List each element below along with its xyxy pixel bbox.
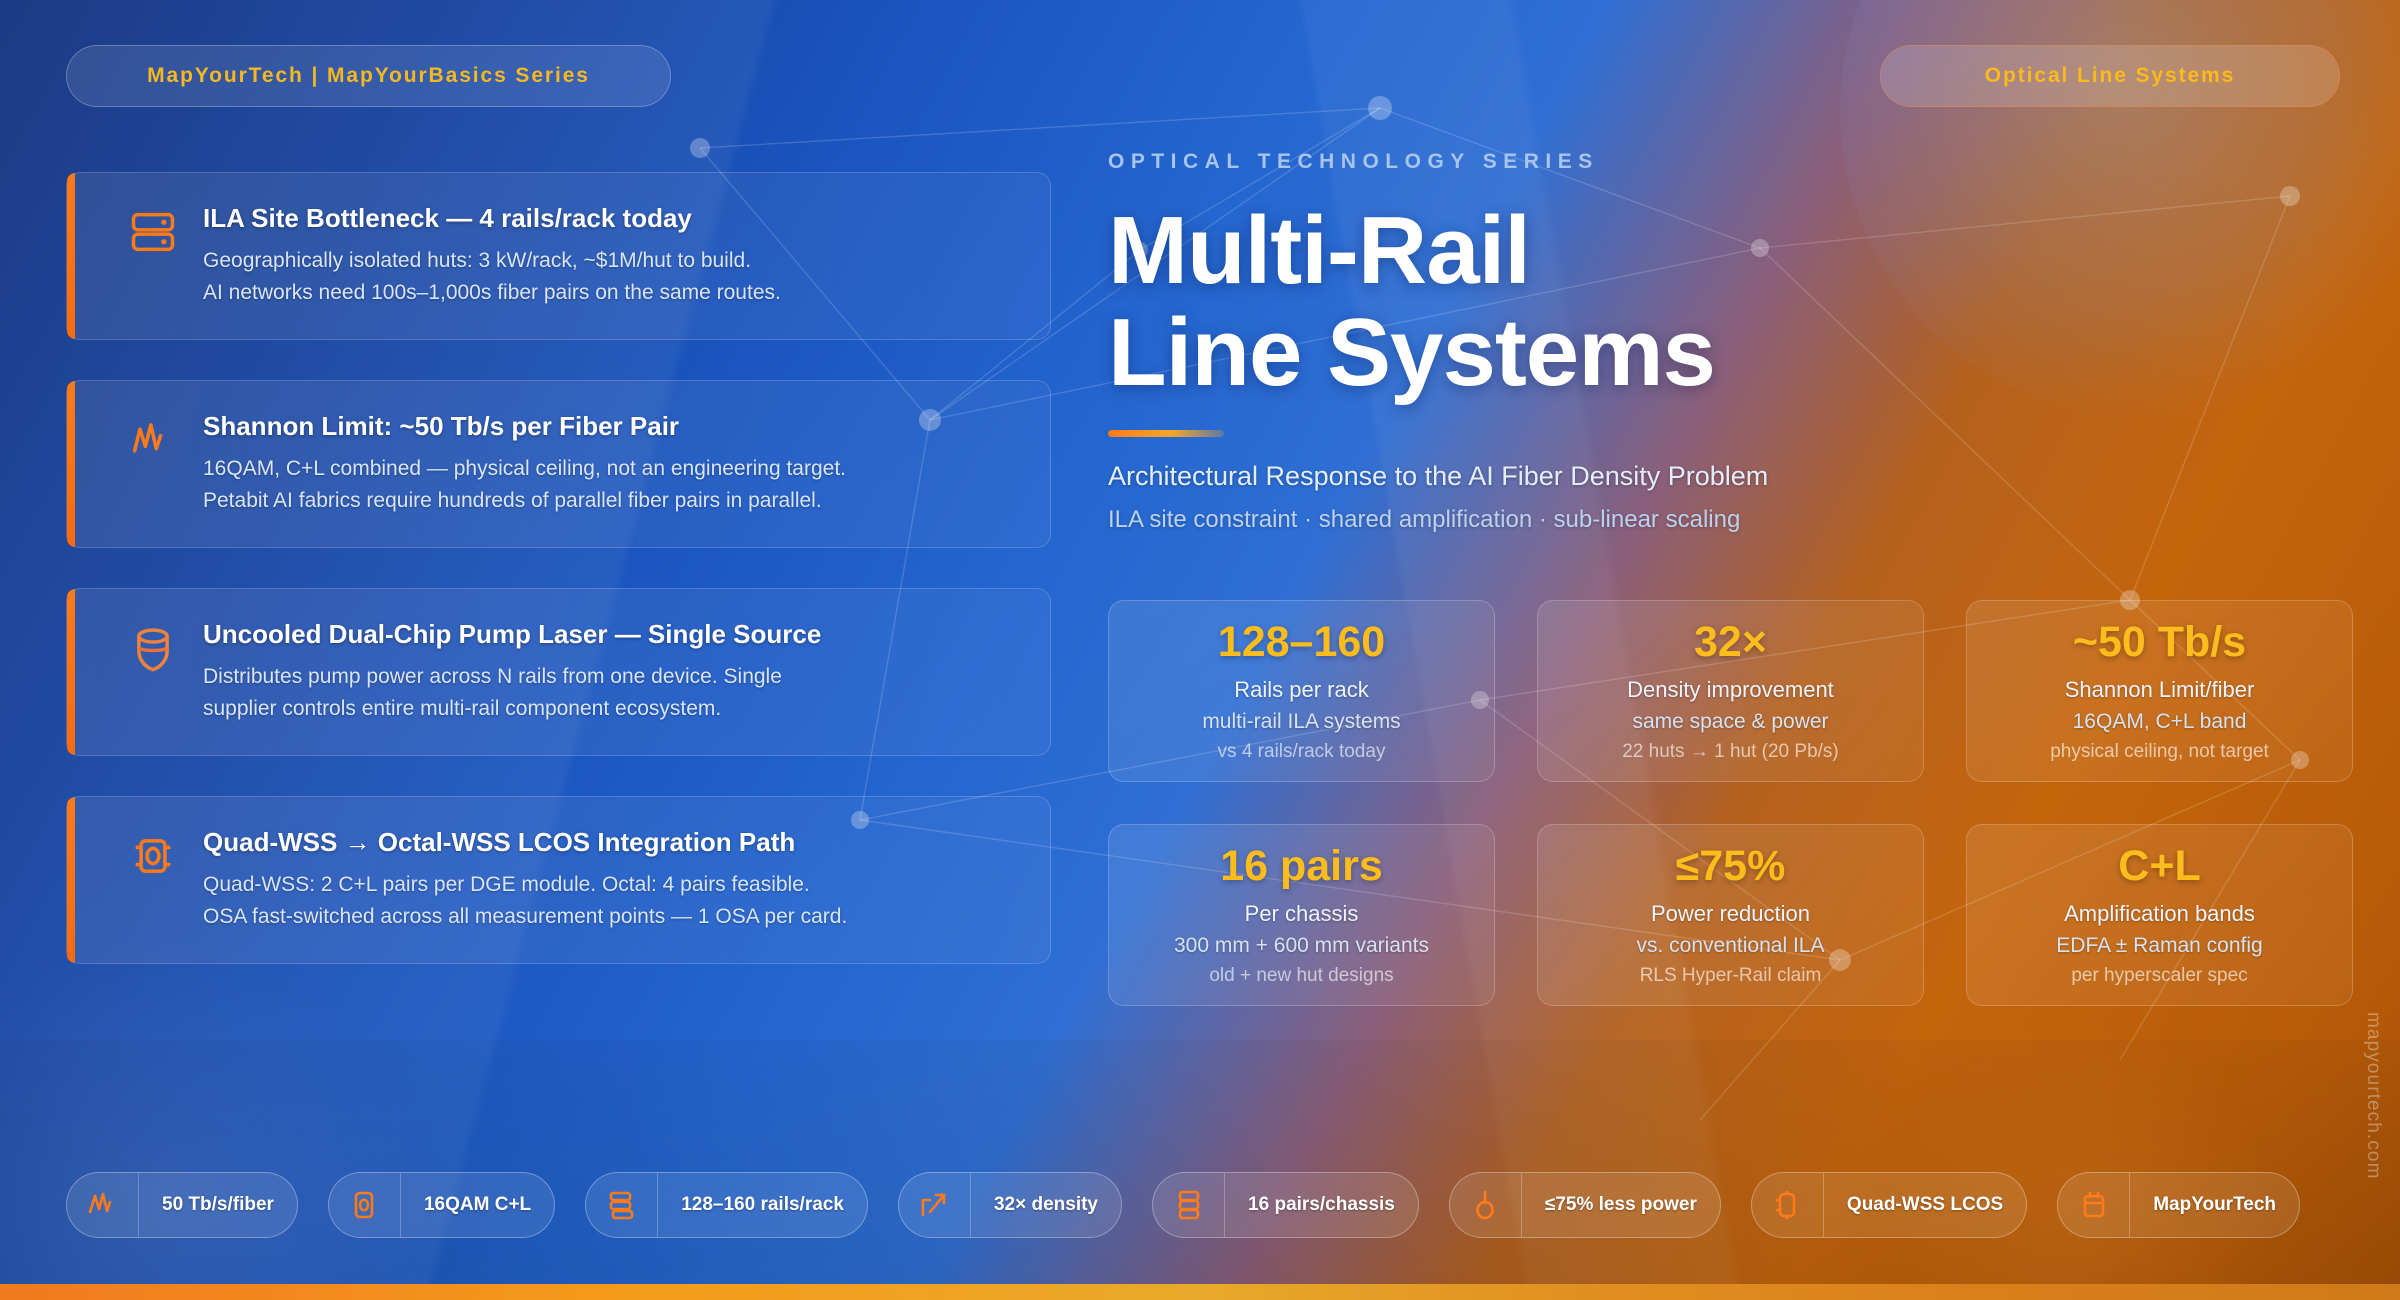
calendar-icon — [2058, 1173, 2131, 1237]
trend-arrow-icon — [899, 1173, 971, 1237]
feature-card-title: Uncooled Dual-Chip Pump Laser — Single S… — [203, 619, 822, 650]
hero-tagline: ILA site constraint · shared amplificati… — [1108, 505, 1741, 533]
stat-sublabel: same space & power — [1632, 710, 1829, 734]
summary-chip[interactable]: MapYourTech — [2057, 1172, 2301, 1238]
summary-chip-label: 16 pairs/chassis — [1248, 1194, 1395, 1215]
stat-card[interactable]: 16 pairs Per chassis 300 mm + 600 mm var… — [1108, 824, 1495, 1006]
feature-card-line: AI networks need 100s–1,000s fiber pairs… — [203, 281, 781, 305]
feature-card-title: Quad-WSS → Octal-WSS LCOS Integration Pa… — [203, 827, 796, 858]
rails-stack-icon — [586, 1173, 659, 1237]
summary-chip-rail: 50 Tb/s/fiber 16QAM C+L 128–160 rails/ra… — [66, 1172, 2301, 1238]
stat-value: C+L — [2118, 841, 2201, 890]
feature-card-line: Geographically isolated huts: 3 kW/rack,… — [203, 248, 752, 272]
feature-card[interactable]: ILA Site Bottleneck — 4 rails/rack today… — [66, 172, 1051, 340]
hero-accent-rule — [1108, 429, 1224, 437]
series-badge-right[interactable]: Optical Line Systems — [1880, 45, 2340, 107]
stat-value: 32× — [1694, 617, 1767, 666]
stat-label: Density improvement — [1627, 677, 1834, 703]
series-badge-left-label: MapYourTech | MapYourBasics Series — [147, 64, 590, 87]
summary-chip[interactable]: 16 pairs/chassis — [1152, 1172, 1419, 1238]
site-watermark: mapyourtech.com — [2363, 1012, 2384, 1180]
feature-card[interactable]: Shannon Limit: ~50 Tb/s per Fiber Pair 1… — [66, 380, 1051, 548]
stat-note: RLS Hyper-Rail claim — [1639, 965, 1822, 987]
server-rack-icon — [127, 206, 179, 258]
stat-label: Amplification bands — [2064, 901, 2255, 927]
wss-module-icon — [329, 1173, 401, 1237]
stat-card[interactable]: 32× Density improvement same space & pow… — [1537, 600, 1924, 782]
feature-card-line: supplier controls entire multi-rail comp… — [203, 697, 722, 721]
stat-label: Rails per rack — [1234, 677, 1369, 703]
feature-card-line: 16QAM, C+L combined — physical ceiling, … — [203, 456, 847, 480]
feature-card[interactable]: Quad-WSS → Octal-WSS LCOS Integration Pa… — [66, 796, 1051, 964]
lcos-module-icon — [1752, 1173, 1824, 1237]
summary-chip[interactable]: 128–160 rails/rack — [585, 1172, 868, 1238]
feature-card-line: Petabit AI fabrics require hundreds of p… — [203, 489, 822, 513]
stat-card[interactable]: ~50 Tb/s Shannon Limit/fiber 16QAM, C+L … — [1966, 600, 2353, 782]
stat-note: 22 huts → 1 hut (20 Pb/s) — [1622, 741, 1839, 763]
wss-module-icon — [127, 830, 179, 882]
summary-chip[interactable]: ≤75% less power — [1448, 1172, 1721, 1238]
summary-chip-label: MapYourTech — [2153, 1194, 2277, 1215]
summary-chip[interactable]: 32× density — [897, 1172, 1123, 1238]
hero-title-line-1: Multi-Rail — [1108, 197, 1531, 304]
page-title: Multi-Rail Line Systems — [1108, 200, 2348, 404]
summary-chip-label: Quad-WSS LCOS — [1846, 1194, 2004, 1215]
stat-value: 128–160 — [1217, 617, 1386, 666]
stat-sublabel: multi-rail ILA systems — [1202, 710, 1401, 734]
stat-card-grid: 128–160 Rails per rack multi-rail ILA sy… — [1108, 600, 2353, 1006]
summary-chip-label: 32× density — [993, 1194, 1098, 1215]
stat-value: ≤75% — [1675, 841, 1786, 890]
power-bulb-icon — [1450, 1173, 1522, 1237]
bottom-accent-strip — [0, 1284, 2400, 1300]
feature-card-line: Quad-WSS: 2 C+L pairs per DGE module. Oc… — [203, 872, 810, 896]
feature-card-title: ILA Site Bottleneck — 4 rails/rack today — [203, 203, 692, 234]
feature-card[interactable]: Uncooled Dual-Chip Pump Laser — Single S… — [66, 588, 1051, 756]
series-badge-left[interactable]: MapYourTech | MapYourBasics Series — [66, 45, 671, 107]
feature-card-list: ILA Site Bottleneck — 4 rails/rack today… — [66, 172, 1051, 964]
stat-card[interactable]: 128–160 Rails per rack multi-rail ILA sy… — [1108, 600, 1495, 782]
summary-chip[interactable]: 16QAM C+L — [327, 1172, 556, 1238]
summary-chip-label: 16QAM C+L — [423, 1194, 532, 1215]
hero-eyebrow: OPTICAL TECHNOLOGY SERIES — [1108, 150, 1599, 173]
summary-chip-label: ≤75% less power — [1544, 1194, 1697, 1215]
summary-chip-label: 50 Tb/s/fiber — [162, 1194, 274, 1215]
stat-note: vs 4 rails/rack today — [1217, 741, 1386, 763]
hero-block: OPTICAL TECHNOLOGY SERIES Multi-Rail Lin… — [1108, 150, 2348, 534]
stat-sublabel: vs. conventional ILA — [1636, 934, 1825, 958]
feature-card-line: OSA fast-switched across all measurement… — [203, 905, 848, 929]
stat-card[interactable]: ≤75% Power reduction vs. conventional IL… — [1537, 824, 1924, 1006]
stat-sublabel: EDFA ± Raman config — [2056, 934, 2263, 958]
series-badge-right-label: Optical Line Systems — [1984, 64, 2236, 87]
stat-sublabel: 16QAM, C+L band — [2072, 710, 2247, 734]
summary-chip[interactable]: Quad-WSS LCOS — [1750, 1172, 2028, 1238]
summary-chip[interactable]: 50 Tb/s/fiber — [66, 1172, 298, 1238]
hero-subtitle: Architectural Response to the AI Fiber D… — [1108, 460, 1769, 491]
summary-chip-label: 128–160 rails/rack — [681, 1194, 844, 1215]
stat-note: per hyperscaler spec — [2071, 965, 2248, 987]
footer-wash — [0, 1040, 2400, 1284]
stat-note: physical ceiling, not target — [2050, 741, 2269, 763]
waveform-icon — [67, 1173, 139, 1237]
feature-card-line: Distributes pump power across N rails fr… — [203, 664, 782, 688]
stat-label: Per chassis — [1244, 901, 1359, 927]
feature-card-title: Shannon Limit: ~50 Tb/s per Fiber Pair — [203, 411, 680, 442]
chassis-icon — [1153, 1173, 1226, 1237]
stat-sublabel: 300 mm + 600 mm variants — [1173, 934, 1429, 958]
stat-label: Shannon Limit/fiber — [2064, 677, 2255, 703]
stat-card[interactable]: C+L Amplification bands EDFA ± Raman con… — [1966, 824, 2353, 1006]
stat-value: 16 pairs — [1220, 841, 1383, 890]
stat-value: ~50 Tb/s — [2072, 617, 2247, 666]
hero-title-line-2: Line Systems — [1108, 298, 1716, 406]
stat-label: Power reduction — [1651, 901, 1810, 927]
waveform-icon — [127, 414, 179, 466]
stat-note: old + new hut designs — [1209, 965, 1394, 987]
pump-laser-icon — [127, 622, 179, 674]
